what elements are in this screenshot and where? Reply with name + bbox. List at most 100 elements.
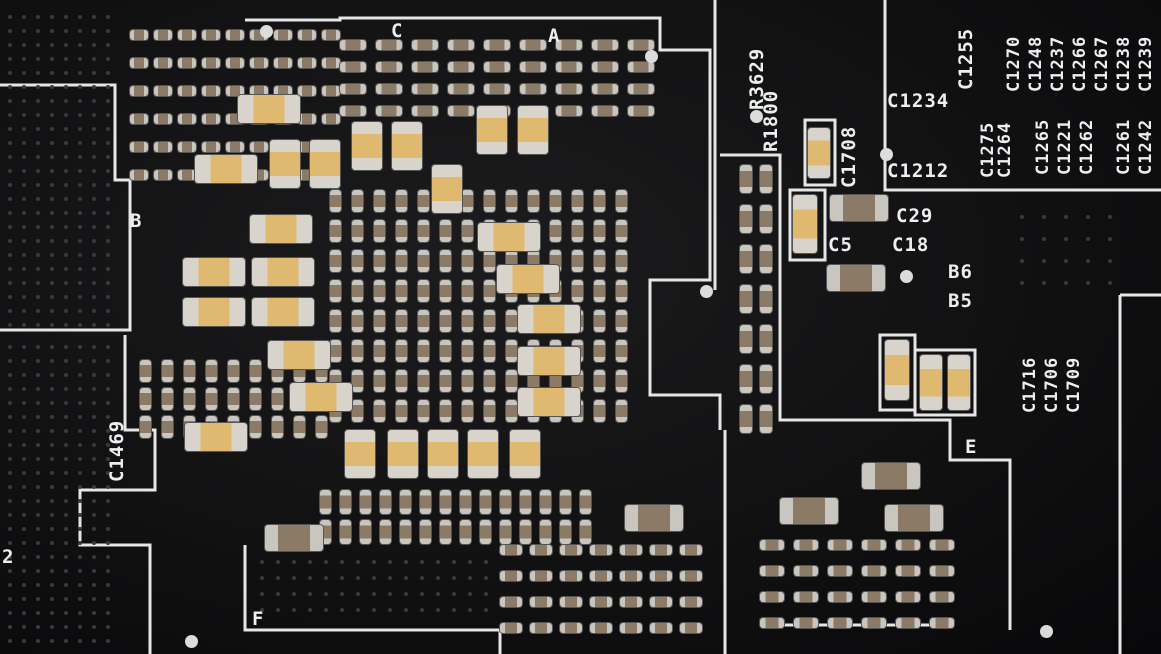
via [1020, 259, 1024, 263]
via [276, 608, 280, 612]
via [64, 541, 68, 545]
smd-component [484, 280, 495, 302]
smd-component [202, 30, 220, 40]
smd-component [520, 40, 546, 50]
via [106, 499, 110, 503]
smd-component [680, 623, 702, 633]
test-pad [700, 285, 713, 298]
via [36, 225, 40, 229]
via [22, 323, 26, 327]
smd-component [885, 505, 943, 531]
via [8, 415, 12, 419]
via [1064, 259, 1068, 263]
smd-component [206, 388, 217, 410]
smd-component [520, 62, 546, 72]
via [356, 608, 360, 612]
smd-component [572, 370, 583, 392]
via [22, 29, 26, 33]
smd-component [550, 250, 561, 272]
label-c1716: C1716 [1020, 356, 1040, 413]
via [64, 513, 68, 517]
smd-component [740, 325, 752, 353]
smd-component [340, 40, 366, 50]
via [50, 625, 54, 629]
via [50, 639, 54, 643]
smd-component [140, 388, 151, 410]
via [22, 43, 26, 47]
via [92, 295, 96, 299]
via [50, 359, 54, 363]
via [340, 592, 344, 596]
smd-component [178, 86, 196, 96]
via [106, 15, 110, 19]
via [50, 197, 54, 201]
via [8, 183, 12, 187]
via [106, 239, 110, 243]
via [8, 155, 12, 159]
via [64, 15, 68, 19]
edge-digit: 2 [2, 546, 15, 568]
via [36, 169, 40, 173]
smd-component [184, 388, 195, 410]
via [50, 29, 54, 33]
via [436, 592, 440, 596]
via [64, 387, 68, 391]
via [8, 309, 12, 313]
smd-component [520, 520, 531, 544]
via [64, 211, 68, 215]
smd-component [294, 360, 305, 382]
smd-component [560, 597, 582, 607]
smd-component [322, 86, 340, 96]
via [8, 85, 12, 89]
smd-component [202, 114, 220, 124]
via [106, 57, 110, 61]
via [106, 583, 110, 587]
section-label-e: E [965, 436, 978, 458]
via [50, 85, 54, 89]
smd-component [590, 623, 612, 633]
smd-component [154, 58, 172, 68]
smd-component [298, 114, 316, 124]
via [8, 141, 12, 145]
smd-component [580, 490, 591, 514]
smd-component [340, 84, 366, 94]
via [64, 295, 68, 299]
outline-left-lower [78, 335, 157, 654]
via [64, 253, 68, 257]
via [78, 639, 82, 643]
label-c1237: C1237 [1048, 35, 1068, 92]
smd-component [497, 265, 559, 293]
via [78, 57, 82, 61]
via [78, 555, 82, 559]
via [92, 141, 96, 145]
smd-component [896, 566, 920, 576]
via [22, 211, 26, 215]
via [92, 555, 96, 559]
via [36, 457, 40, 461]
smd-component [484, 340, 495, 362]
label-c1255: C1255 [955, 27, 977, 90]
label-c1270: C1270 [1004, 35, 1024, 92]
via [22, 113, 26, 117]
smd-component [594, 400, 605, 422]
via [78, 295, 82, 299]
smd-component [760, 566, 784, 576]
via [22, 429, 26, 433]
smd-component [530, 623, 552, 633]
label-c1264: C1264 [995, 121, 1015, 178]
label-c1708: C1708 [838, 125, 860, 188]
via [36, 211, 40, 215]
smd-component [550, 370, 561, 392]
label-c1262: C1262 [1077, 118, 1097, 175]
smd-component [528, 370, 539, 392]
label-b6: B6 [948, 261, 973, 283]
via [64, 43, 68, 47]
smd-component [298, 142, 316, 152]
smd-component [440, 310, 451, 332]
via [64, 499, 68, 503]
via [92, 387, 96, 391]
via [8, 527, 12, 531]
smd-component [226, 58, 244, 68]
smd-component [320, 520, 331, 544]
via [64, 127, 68, 131]
